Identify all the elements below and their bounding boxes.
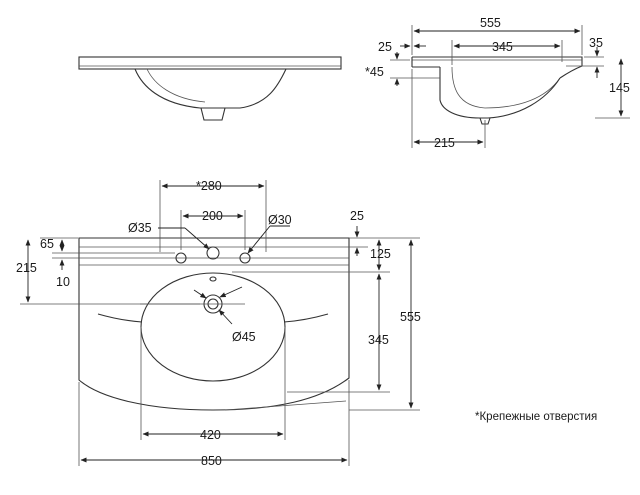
top-view bbox=[78, 237, 350, 411]
footnote-mounting-holes: *Крепежные отверстия bbox=[475, 411, 597, 423]
dim-10: 10 bbox=[56, 275, 70, 289]
side-view-dimensions: 555 25 345 35 145 *45 215 bbox=[365, 16, 630, 150]
top-view-dimensions: *280 200 Ø35 Ø30 Ø45 65 215 10 bbox=[16, 179, 421, 468]
dim-555-top: 555 bbox=[480, 16, 501, 30]
dim-35: 35 bbox=[589, 36, 603, 50]
dim-850: 850 bbox=[201, 454, 222, 468]
dim-45: *45 bbox=[365, 65, 384, 79]
dim-o45: Ø45 bbox=[232, 330, 256, 344]
dim-345-right: 345 bbox=[368, 333, 389, 347]
dim-125: 125 bbox=[370, 247, 391, 261]
mounting-hole-left bbox=[175, 252, 187, 264]
dim-o30: Ø30 bbox=[268, 213, 292, 227]
dim-25-right: 25 bbox=[350, 209, 364, 223]
front-view bbox=[78, 56, 342, 121]
dim-25-top: 25 bbox=[378, 40, 392, 54]
overflow-hole bbox=[209, 276, 217, 282]
dim-555-right: 555 bbox=[400, 310, 421, 324]
dim-215-left: 215 bbox=[16, 261, 37, 275]
side-view bbox=[411, 56, 583, 125]
dim-200: 200 bbox=[202, 209, 223, 223]
dim-420: 420 bbox=[200, 428, 221, 442]
dim-o35: Ø35 bbox=[128, 221, 152, 235]
dim-145: 145 bbox=[609, 81, 630, 95]
mounting-hole-right bbox=[239, 252, 251, 264]
dim-280: *280 bbox=[196, 179, 222, 193]
dim-345-top: 345 bbox=[492, 40, 513, 54]
dim-65: 65 bbox=[40, 237, 54, 251]
dim-215-bottom: 215 bbox=[434, 136, 455, 150]
tap-hole bbox=[206, 246, 220, 260]
